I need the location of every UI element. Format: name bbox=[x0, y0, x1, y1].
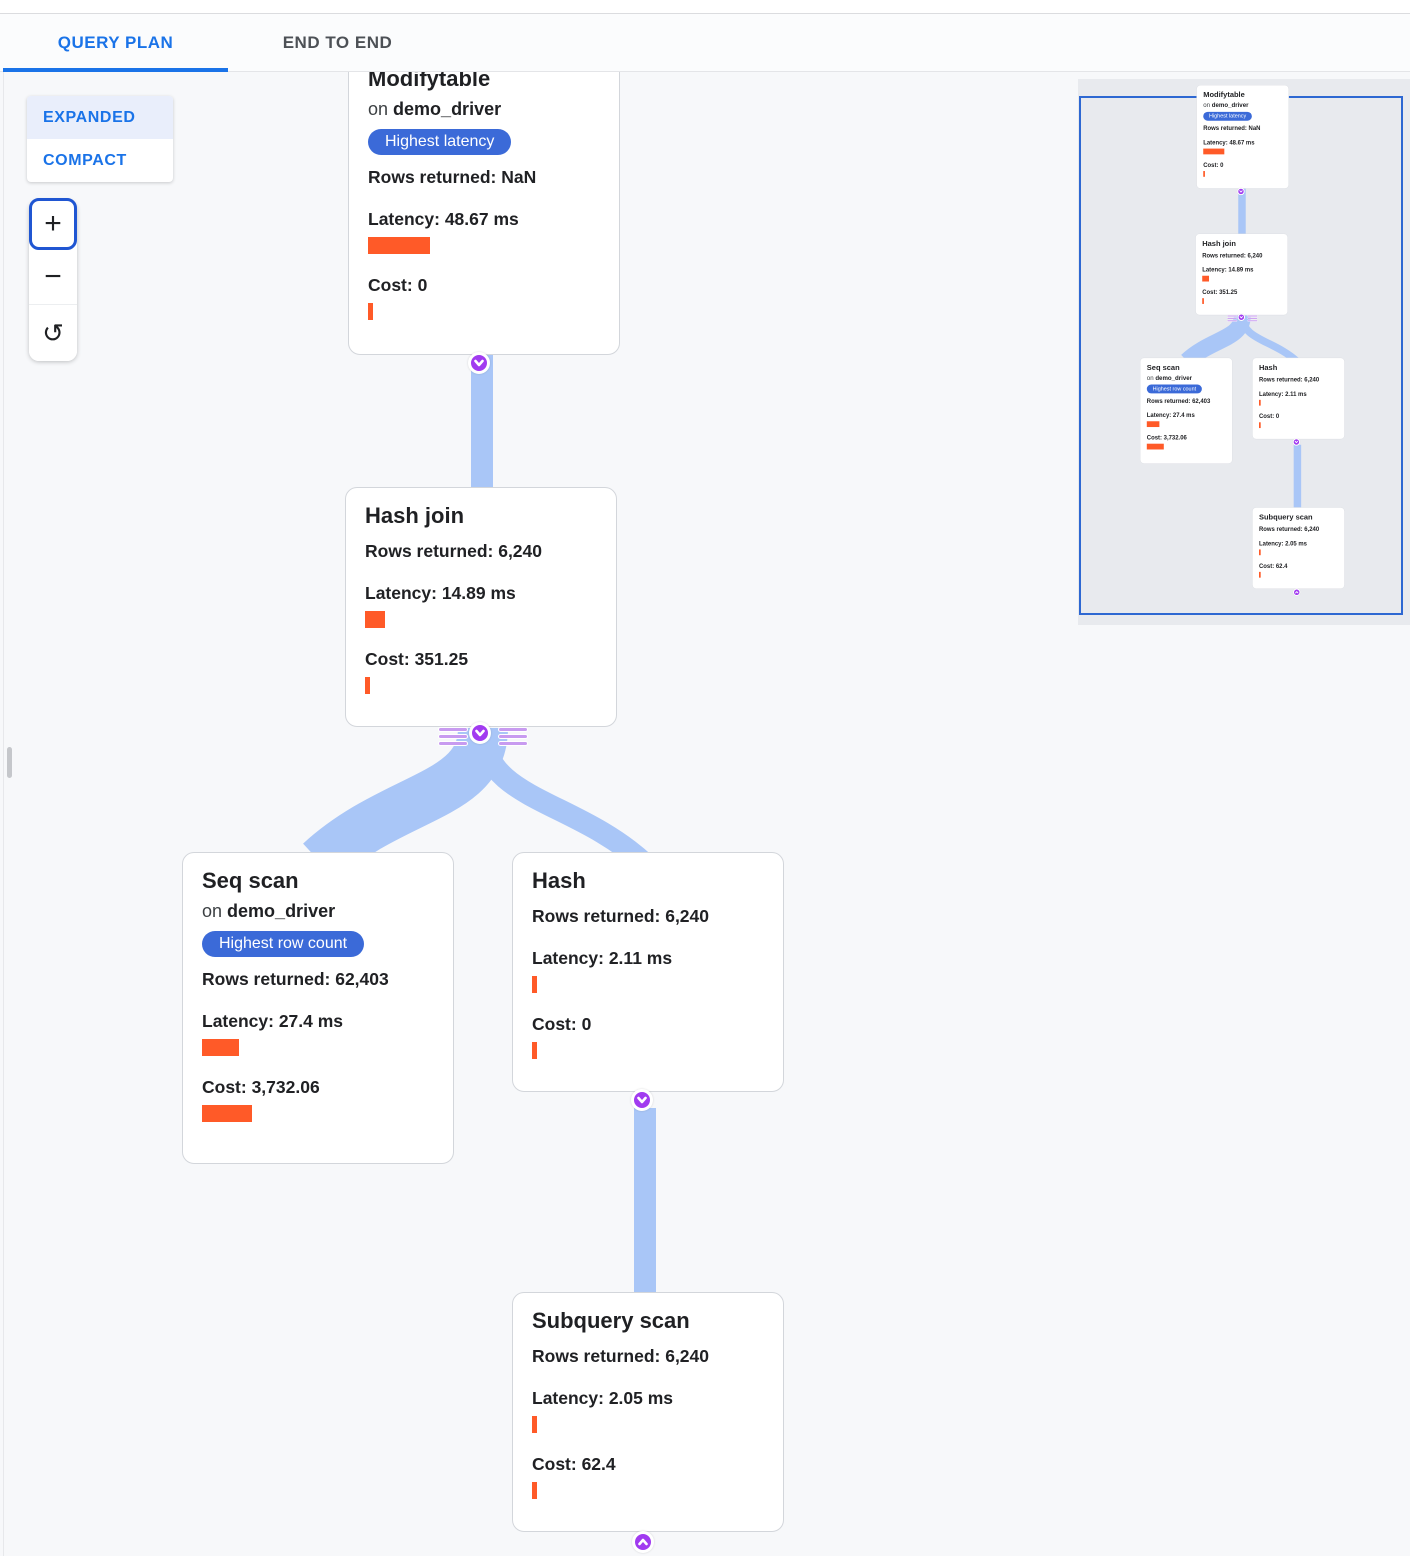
latency-label: Latency: 14.89 ms bbox=[365, 583, 516, 603]
highest-latency-badge: Highest latency bbox=[368, 129, 512, 155]
node-title: Hash bbox=[532, 868, 586, 893]
node-title: Subquery scan bbox=[532, 1308, 690, 1333]
on-prefix: on bbox=[202, 901, 223, 921]
zoom-out-button[interactable]: − bbox=[29, 250, 77, 305]
cost-label: Cost: 3,732.06 bbox=[202, 1077, 320, 1097]
chevron-down-icon bbox=[475, 729, 485, 737]
expanded-button[interactable]: EXPANDED bbox=[27, 96, 173, 139]
compact-label: COMPACT bbox=[43, 151, 127, 169]
edge-hashjoin-hash bbox=[472, 729, 653, 873]
minimap-node-hash-join: Hash join Rows returned: 6,240 Latency: … bbox=[1195, 233, 1288, 316]
latency-label: Latency: 48.67 ms bbox=[368, 209, 519, 229]
query-plan-tree: Modifytable on demo_driver Highest laten… bbox=[182, 72, 784, 1556]
window-top-strip bbox=[0, 0, 1410, 14]
collapse-button-hash[interactable] bbox=[631, 1089, 653, 1111]
left-divider bbox=[3, 72, 4, 1556]
view-mode-toggle: EXPANDED COMPACT bbox=[27, 96, 173, 182]
node-modifytable[interactable]: Modifytable on demo_driver Highest laten… bbox=[348, 72, 620, 355]
vertical-scrollbar-thumb[interactable] bbox=[7, 747, 12, 778]
reset-zoom-button[interactable]: ↺ bbox=[29, 305, 77, 361]
cost-label: Cost: 0 bbox=[368, 275, 428, 295]
tab-end-to-end[interactable]: END TO END bbox=[240, 14, 435, 72]
collapse-button-modifytable[interactable] bbox=[468, 352, 490, 374]
tab-query-plan[interactable]: QUERY PLAN bbox=[3, 14, 228, 72]
minimap-edge-connectors bbox=[1181, 187, 1302, 514]
latency-label: Latency: 2.11 ms bbox=[532, 948, 673, 968]
chevron-up-icon bbox=[638, 1538, 648, 1546]
minimap-tree: Modifytable on demo_driver Highest laten… bbox=[1140, 85, 1345, 599]
latency-bar bbox=[532, 1416, 537, 1433]
flank-right bbox=[499, 725, 527, 747]
node-table-line: on demo_driver bbox=[202, 901, 434, 922]
rows-returned: Rows returned: 6,240 bbox=[532, 906, 709, 926]
latency-bar bbox=[368, 237, 430, 254]
minimap-node-modifytable: Modifytable on demo_driver Highest laten… bbox=[1196, 85, 1289, 189]
minimap-chevron-down-icon bbox=[1237, 187, 1245, 196]
tab-end-to-end-label: END TO END bbox=[282, 33, 393, 52]
node-hash[interactable]: Hash Rows returned: 6,240 Latency: 2.11 … bbox=[512, 852, 784, 1092]
minimap-chevron-up-icon bbox=[1293, 588, 1301, 597]
cost-bar bbox=[532, 1482, 537, 1499]
latency-label: Latency: 2.05 ms bbox=[532, 1388, 674, 1408]
latency-bar bbox=[202, 1039, 239, 1056]
minimap-node-subquery-scan: Subquery scan Rows returned: 6,240 Laten… bbox=[1252, 507, 1345, 589]
table-name: demo_driver bbox=[227, 901, 336, 921]
minimap-collapsed-edges-lines bbox=[1227, 315, 1258, 322]
cost-label: Cost: 0 bbox=[532, 1014, 592, 1034]
minimap-chevron-down-icon bbox=[1292, 438, 1301, 446]
tab-bar: QUERY PLAN END TO END bbox=[0, 14, 1410, 72]
node-hash-join[interactable]: Hash join Rows returned: 6,240 Latency: … bbox=[345, 487, 617, 727]
highest-row-count-badge: Highest row count bbox=[202, 931, 365, 957]
node-subquery-scan[interactable]: Subquery scan Rows returned: 6,240 Laten… bbox=[512, 1292, 784, 1532]
rows-returned: Rows returned: NaN bbox=[368, 167, 537, 187]
collapse-button-hash-join[interactable] bbox=[469, 722, 491, 744]
table-name: demo_driver bbox=[393, 99, 502, 119]
cost-label: Cost: 351.25 bbox=[365, 649, 469, 669]
minimap-chevron-down-icon bbox=[1237, 313, 1246, 321]
plus-icon: + bbox=[44, 207, 62, 240]
cost-bar bbox=[365, 677, 370, 694]
rows-returned: Rows returned: 6,240 bbox=[365, 541, 542, 561]
node-title: Seq scan bbox=[202, 868, 299, 893]
node-table-line: on demo_driver bbox=[368, 99, 600, 120]
chevron-down-icon bbox=[474, 359, 484, 367]
cost-label: Cost: 62.4 bbox=[532, 1454, 616, 1474]
reset-icon: ↺ bbox=[42, 317, 64, 348]
cost-bar bbox=[202, 1105, 252, 1122]
node-title: Hash join bbox=[365, 503, 465, 528]
flank-left bbox=[439, 725, 467, 747]
zoom-controls: + − ↺ bbox=[29, 198, 77, 361]
on-prefix: on bbox=[368, 99, 389, 119]
minimap-node-seq-scan: Seq scan on demo_driver Highest row coun… bbox=[1140, 357, 1233, 464]
zoom-in-button[interactable]: + bbox=[29, 198, 77, 250]
expanded-label: EXPANDED bbox=[43, 108, 136, 126]
latency-bar bbox=[532, 976, 537, 993]
cost-bar bbox=[368, 303, 373, 320]
active-tab-underline bbox=[3, 68, 228, 72]
minimap-node-hash: Hash Rows returned: 6,240 Latency: 2.11 … bbox=[1252, 357, 1345, 440]
latency-label: Latency: 27.4 ms bbox=[202, 1011, 344, 1031]
collapsed-edges-lines bbox=[439, 725, 527, 747]
edge-connectors bbox=[303, 350, 656, 1310]
compact-button[interactable]: COMPACT bbox=[27, 139, 173, 182]
minimap[interactable]: Modifytable on demo_driver Highest laten… bbox=[1078, 79, 1410, 625]
latency-bar bbox=[365, 611, 385, 628]
tab-query-plan-label: QUERY PLAN bbox=[57, 33, 174, 52]
node-seq-scan[interactable]: Seq scan on demo_driver Highest row coun… bbox=[182, 852, 454, 1164]
plan-canvas[interactable]: Modifytable on demo_driver Highest laten… bbox=[0, 72, 1410, 1556]
chevron-down-icon bbox=[637, 1096, 647, 1104]
expand-button-subquery-scan[interactable] bbox=[632, 1531, 654, 1553]
minus-icon: − bbox=[44, 260, 62, 293]
node-title: Modifytable bbox=[368, 72, 491, 91]
cost-bar bbox=[532, 1042, 537, 1059]
rows-returned: Rows returned: 6,240 bbox=[532, 1346, 709, 1366]
edge-hashjoin-seqscan bbox=[303, 726, 508, 881]
rows-returned: Rows returned: 62,403 bbox=[202, 969, 389, 989]
